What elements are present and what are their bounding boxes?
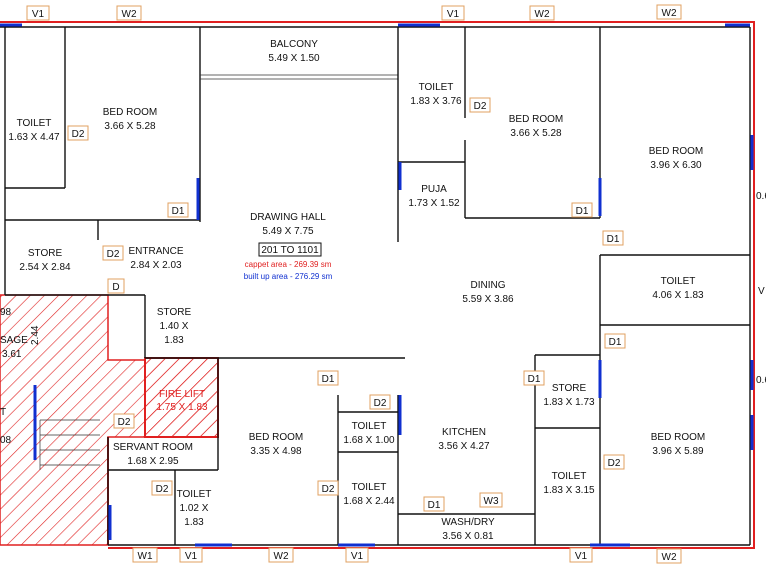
tag-v1: V1: [575, 551, 588, 562]
puja-name: PUJA: [421, 184, 447, 195]
tag-d1: D1: [609, 337, 622, 348]
dining-name: DINING: [471, 280, 506, 291]
toilet-small2-name: TOILET: [352, 482, 387, 493]
tag-d2: D2: [72, 129, 85, 140]
bed-left-name: BED ROOM: [103, 107, 157, 118]
bed-bottom-name: BED ROOM: [249, 432, 303, 443]
toilet-small1-name: TOILET: [352, 421, 387, 432]
store-left-dim: 2.54 X 2.84: [19, 262, 71, 273]
tag-d2: D2: [322, 484, 335, 495]
passage-frag-b: SAGE: [0, 335, 28, 346]
entrance-name: ENTRANCE: [128, 246, 183, 257]
unit-box: [258, 242, 322, 257]
store-left-name: STORE: [28, 248, 63, 259]
tag-w1: W1: [138, 551, 153, 562]
toilet-right-dim: 4.06 X 1.83: [652, 290, 704, 301]
tag-d2: D2: [156, 484, 169, 495]
wash-dim: 3.56 X 0.81: [442, 531, 494, 542]
passage-frag-d: 2.44: [30, 325, 41, 345]
store-mid-dim1: 1.40 X: [160, 321, 189, 332]
toilet-small1-dim: 1.68 X 1.00: [343, 435, 395, 446]
tag-d2: D2: [107, 249, 120, 260]
store-mid-name: STORE: [157, 307, 192, 318]
store-right-name: STORE: [552, 383, 587, 394]
tag-d1: D1: [576, 206, 589, 217]
carpet-area: cappet area - 269.39 sm: [245, 260, 332, 269]
tag-d1: D1: [607, 234, 620, 245]
kitchen-name: KITCHEN: [442, 427, 486, 438]
fire-lift-dim: 1.75 X 1.83: [156, 402, 208, 413]
fire-lift-name: FIRE LIFT: [159, 389, 205, 400]
tag-d2: D2: [374, 398, 387, 409]
unit-range: 201 TO 1101: [261, 245, 319, 256]
tag-markers: V1 W2 V1 W2 W2 D2 D1 D2 D1 D1 D2 D D1 D1…: [26, 4, 682, 564]
tag-d2: D2: [118, 417, 131, 428]
wash-name: WASH/DRY: [441, 517, 495, 528]
toilet-left-name: TOILET: [17, 118, 52, 129]
stairs: [39, 419, 100, 470]
tag-d: D: [112, 282, 119, 293]
toilet-servant-dim1: 1.02 X: [180, 503, 209, 514]
tag-v1: V1: [447, 9, 460, 20]
bed-right-bottom-dim: 3.96 X 5.89: [652, 446, 704, 457]
toilet-br-name: TOILET: [552, 471, 587, 482]
tag-v1: V1: [351, 551, 364, 562]
toilet-left-dim: 1.63 X 4.47: [8, 132, 60, 143]
toilet-servant-dim2: 1.83: [184, 517, 204, 528]
tag-w3: W3: [484, 496, 499, 507]
drawing-hall-name: DRAWING HALL: [250, 212, 326, 223]
puja-dim: 1.73 X 1.52: [408, 198, 460, 209]
window-markers: [0, 23, 754, 547]
tag-w2: W2: [662, 8, 677, 19]
right-edge-c: 0.6: [756, 375, 766, 386]
tag-d1: D1: [428, 500, 441, 511]
bed-right-bottom-name: BED ROOM: [651, 432, 705, 443]
toilet-br-dim: 1.83 X 3.15: [543, 485, 595, 496]
toilet-right-name: TOILET: [661, 276, 696, 287]
balcony-dim: 5.49 X 1.50: [268, 53, 320, 64]
kitchen-dim: 3.56 X 4.27: [438, 441, 490, 452]
passage-frag-e: T: [0, 407, 6, 418]
toilet-mid-top-dim: 1.83 X 3.76: [410, 96, 462, 107]
bed-right-top-dim: 3.96 X 6.30: [650, 160, 702, 171]
passage-frag-a: 98: [0, 307, 12, 318]
bed-bottom-dim: 3.35 X 4.98: [250, 446, 302, 457]
servant-name: SERVANT ROOM: [113, 442, 193, 453]
tag-v1: V1: [32, 9, 45, 20]
tag-d2: D2: [474, 101, 487, 112]
toilet-servant-name: TOILET: [177, 489, 212, 500]
tag-v1: V1: [185, 551, 198, 562]
dining-dim: 5.59 X 3.86: [462, 294, 514, 305]
drawing-hall-dim: 5.49 X 7.75: [262, 226, 314, 237]
passage-frag-f: 08: [0, 435, 12, 446]
servant-dim: 1.68 X 2.95: [127, 456, 179, 467]
tag-d1: D1: [322, 374, 335, 385]
tag-w2: W2: [274, 551, 289, 562]
toilet-mid-top-name: TOILET: [419, 82, 454, 93]
tag-d1: D1: [528, 374, 541, 385]
right-edge-a: 0.6: [756, 191, 766, 202]
right-edge-b: V: [758, 286, 765, 297]
tag-w2: W2: [122, 9, 137, 20]
balcony-name: BALCONY: [270, 39, 318, 50]
passage-hatch: [0, 294, 219, 546]
bed-mid-dim: 3.66 X 5.28: [510, 128, 562, 139]
bed-left-dim: 3.66 X 5.28: [104, 121, 156, 132]
bed-mid-name: BED ROOM: [509, 114, 563, 125]
tag-d1: D1: [172, 206, 185, 217]
store-mid-dim2: 1.83: [164, 335, 184, 346]
tag-w2: W2: [535, 9, 550, 20]
entrance-dim: 2.84 X 2.03: [130, 260, 182, 271]
built-up-area: built up area - 276.29 sm: [244, 272, 333, 281]
tag-d2: D2: [608, 458, 621, 469]
bed-right-top-name: BED ROOM: [649, 146, 703, 157]
toilet-small2-dim: 1.68 X 2.44: [343, 496, 395, 507]
store-right-dim: 1.83 X 1.73: [543, 397, 595, 408]
tag-w2: W2: [662, 552, 677, 563]
passage-frag-c: 3.61: [2, 349, 22, 360]
